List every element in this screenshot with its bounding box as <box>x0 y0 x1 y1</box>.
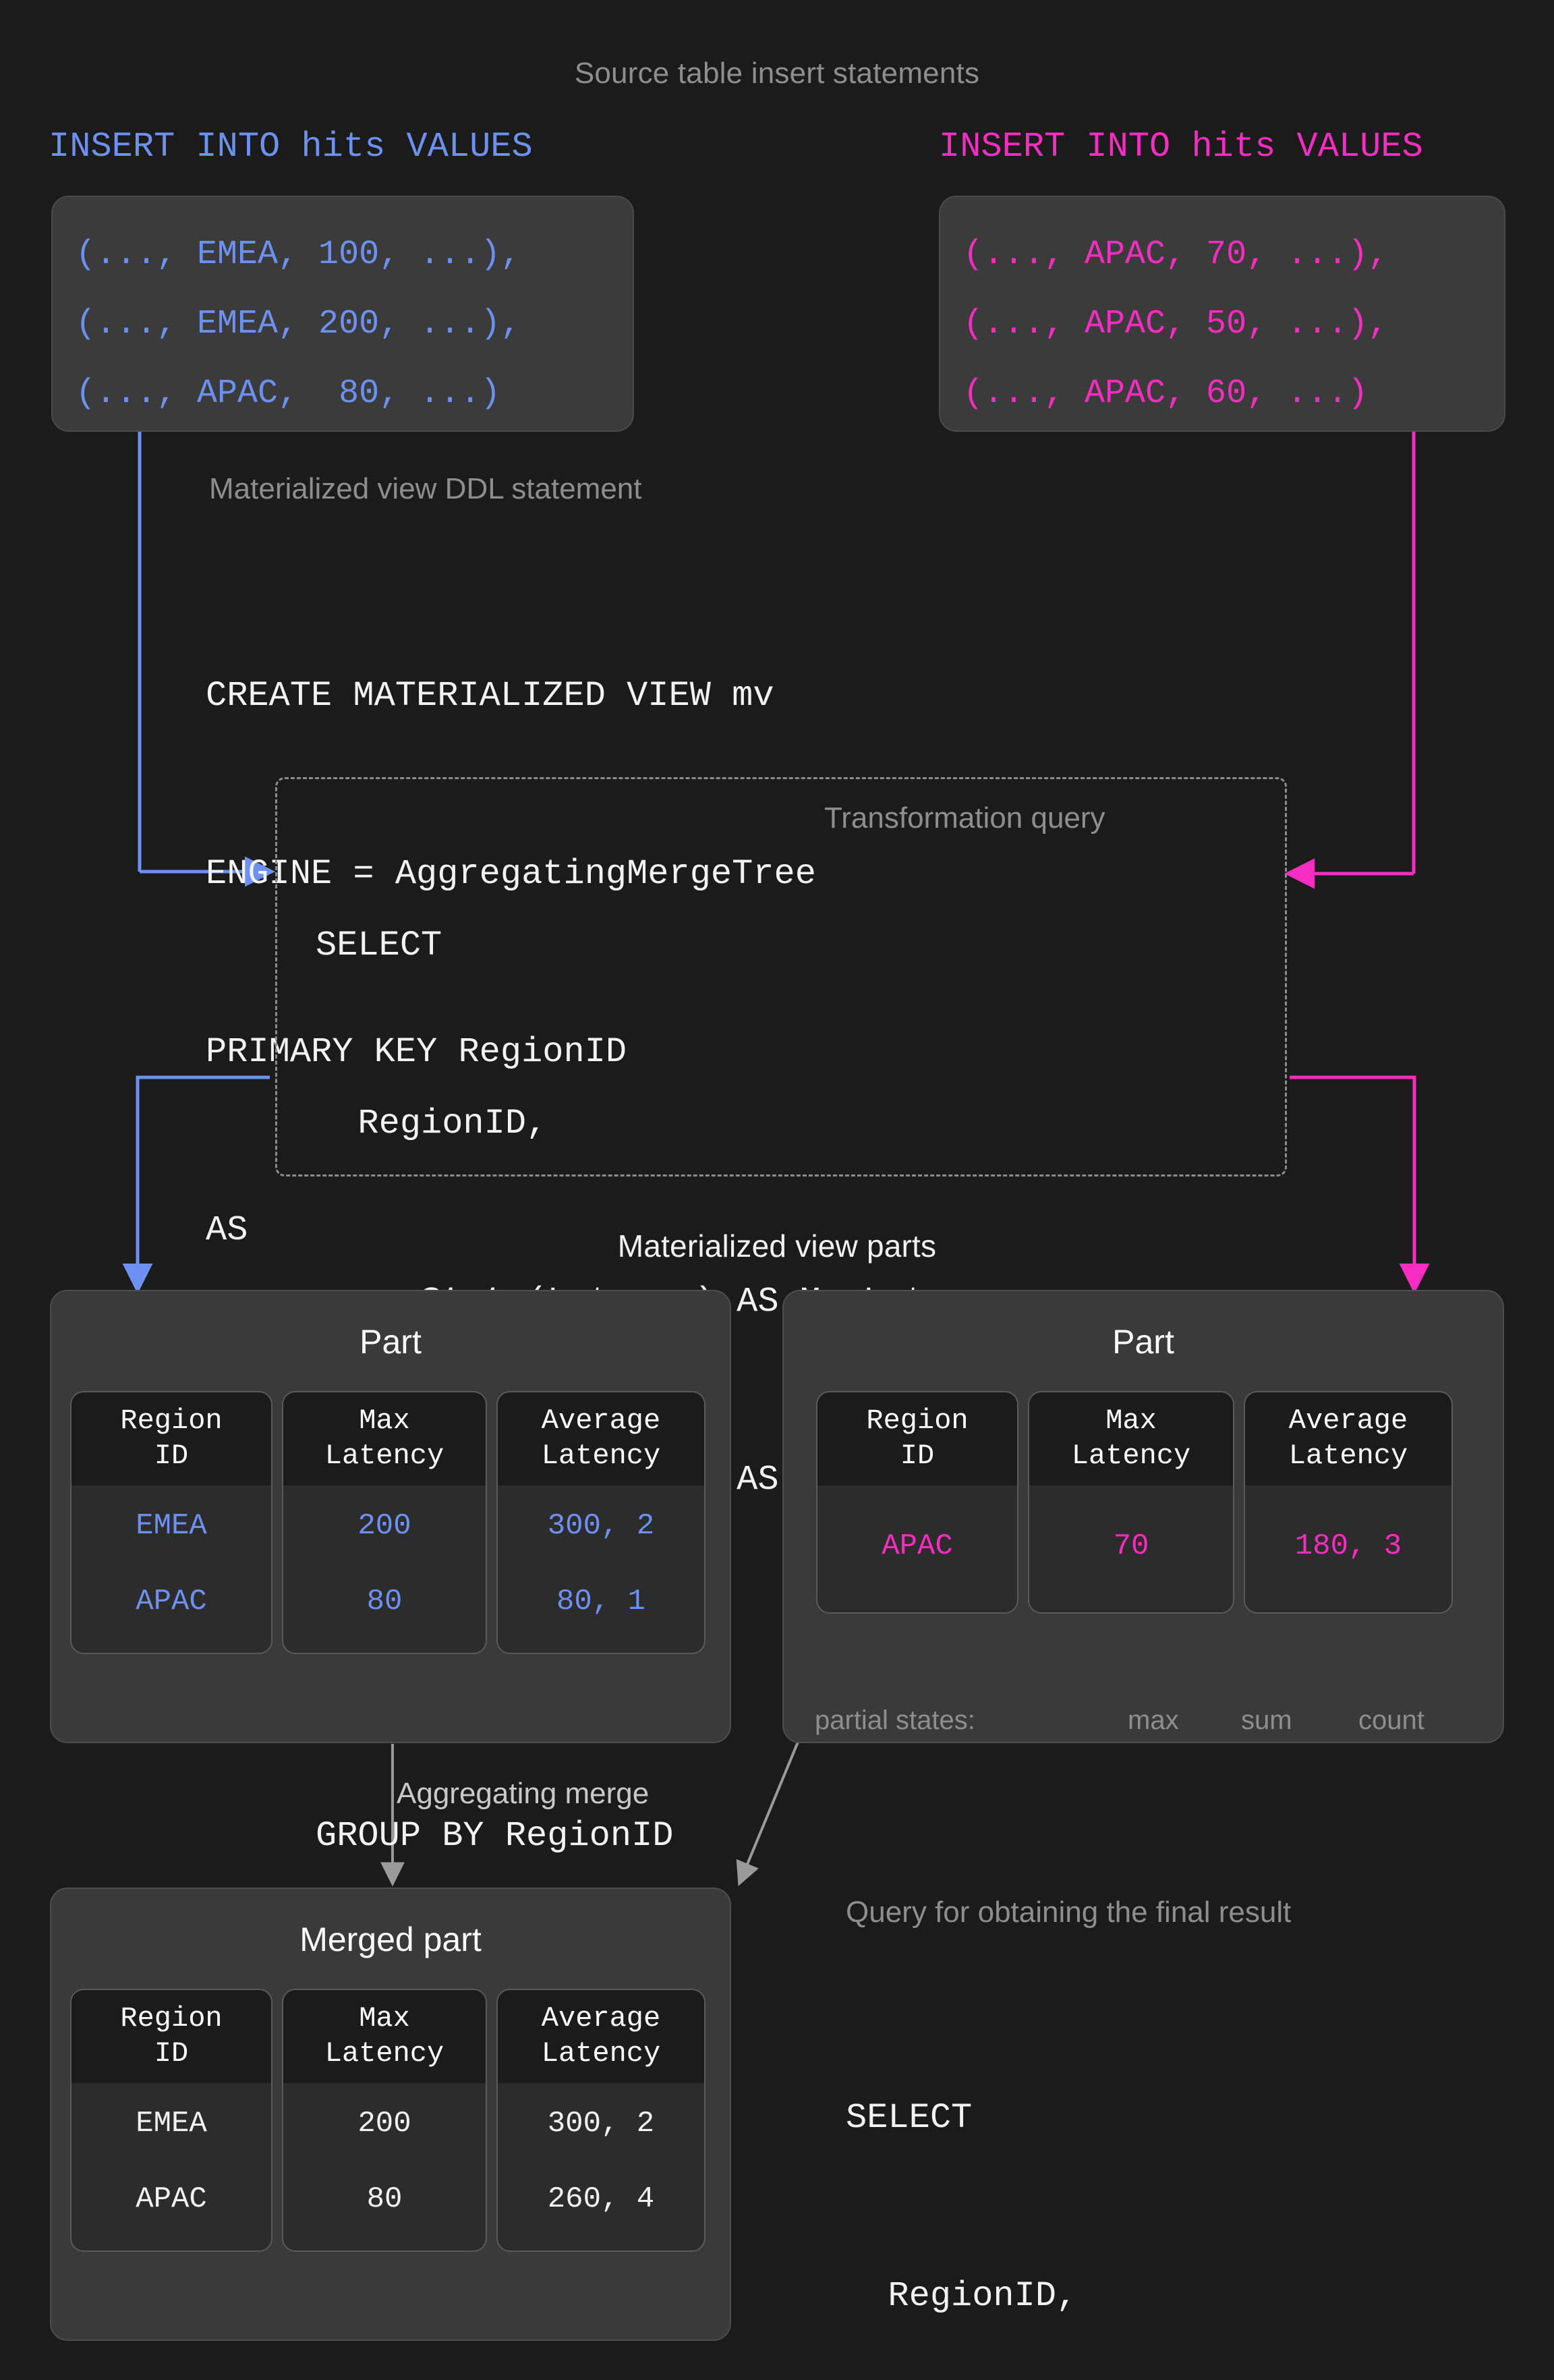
part-left-box: Part Region ID EMEA APAC Max Latency 200… <box>50 1290 731 1743</box>
part-left-title: Part <box>359 1323 422 1361</box>
part-left-columns: Region ID EMEA APAC Max Latency 200 80 A… <box>70 1391 706 1654</box>
tq-line-groupby: GROUP BY RegionID <box>316 1816 674 1856</box>
merged-part-col-region: Region ID EMEA APAC <box>70 1989 272 2252</box>
part-right-col-max: Max Latency 70 <box>1028 1391 1234 1614</box>
ddl-line-1: CREATE MATERIALIZED VIEW mv <box>206 676 774 716</box>
merged-part-col-avg: Average Latency 300, 2 260, 4 <box>496 1989 706 2252</box>
partial-states-max: max <box>1128 1705 1179 1735</box>
insert-left-line-2: (..., EMEA, 200, ...), <box>76 305 521 343</box>
part-left-col-max-header: Max Latency <box>283 1392 486 1485</box>
part-left-col-region: Region ID EMEA APAC <box>70 1391 272 1654</box>
fq-line-regionid: RegionID, <box>846 2276 1078 2316</box>
part-left-col-avg-header: Average Latency <box>498 1392 704 1485</box>
insert-left-line-3: (..., APAC, 80, ...) <box>76 374 501 413</box>
insert-right-line-1: (..., APAC, 70, ...), <box>963 235 1389 274</box>
partial-states-sum: sum <box>1241 1705 1292 1735</box>
insert-left-box: (..., EMEA, 100, ...), (..., EMEA, 200, … <box>51 196 634 432</box>
merged-part-col-region-cell-1: EMEA <box>136 2107 207 2141</box>
insert-right-line-3: (..., APAC, 60, ...) <box>963 374 1369 413</box>
part-right-col-avg-cell-1: 180, 3 <box>1294 1529 1402 1563</box>
merged-part-col-avg-cell-2: 260, 4 <box>547 2182 655 2216</box>
caption-aggregating-merge: Aggregating merge <box>397 1777 650 1810</box>
part-left-col-max-cell-2: 80 <box>366 1585 403 1618</box>
ddl-line-4: AS <box>206 1210 248 1250</box>
part-left-col-avg: Average Latency 300, 2 80, 1 <box>496 1391 706 1654</box>
merged-part-col-region-cell-2: APAC <box>136 2182 207 2216</box>
part-right-col-region: Region ID APAC <box>816 1391 1018 1614</box>
merged-part-box: Merged part Region ID EMEA APAC Max Late… <box>50 1888 731 2341</box>
merged-part-title: Merged part <box>299 1921 482 1958</box>
part-right-col-max-header: Max Latency <box>1029 1392 1233 1485</box>
merged-part-col-max-header: Max Latency <box>283 1990 486 2083</box>
ddl-line-3: PRIMARY KEY RegionID <box>206 1032 627 1072</box>
part-left-col-region-cell-2: APAC <box>136 1585 207 1618</box>
insert-right-box: (..., APAC, 70, ...), (..., APAC, 50, ..… <box>939 196 1505 432</box>
part-right-title: Part <box>1112 1323 1174 1361</box>
fq-line-select: SELECT <box>846 2098 973 2138</box>
final-query-code: SELECT RegionID, maxMerge(MaxLatency), a… <box>846 1970 1330 2380</box>
insert-left-line-1: (..., EMEA, 100, ...), <box>76 235 521 274</box>
merged-part-col-avg-header: Average Latency <box>498 1990 704 2083</box>
part-left-col-region-header: Region ID <box>71 1392 271 1485</box>
part-left-col-region-cell-1: EMEA <box>136 1509 207 1543</box>
merged-part-col-max-cell-1: 200 <box>357 2107 411 2141</box>
part-right-col-avg-header: Average Latency <box>1245 1392 1451 1485</box>
partial-states-count: count <box>1358 1705 1424 1735</box>
part-left-col-avg-cell-2: 80, 1 <box>556 1585 646 1618</box>
caption-final-query: Query for obtaining the final result <box>846 1896 1292 1929</box>
insert-right-line-2: (..., APAC, 50, ...), <box>963 305 1389 343</box>
tq-line-regionid: RegionID, <box>316 1104 548 1143</box>
insert-right-header: INSERT INTO hits VALUES <box>939 127 1423 167</box>
merged-part-col-max: Max Latency 200 80 <box>282 1989 487 2252</box>
part-right-col-region-header: Region ID <box>817 1392 1017 1485</box>
part-right-col-region-cell-1: APAC <box>882 1529 953 1563</box>
tq-line-select: SELECT <box>316 926 442 965</box>
part-right-box: Part Region ID APAC Max Latency 70 Avera… <box>782 1290 1504 1743</box>
part-left-col-max: Max Latency 200 80 <box>282 1391 487 1654</box>
insert-left-header: INSERT INTO hits VALUES <box>49 127 533 167</box>
part-right-col-max-cell-1: 70 <box>1113 1529 1149 1563</box>
partial-states-label: partial states: <box>815 1705 975 1735</box>
caption-mv-parts: Materialized view parts <box>617 1228 937 1264</box>
merged-part-col-region-header: Region ID <box>71 1990 271 2083</box>
merged-part-col-avg-cell-1: 300, 2 <box>547 2107 655 2141</box>
transformation-query-box <box>275 777 1287 1177</box>
part-right-columns: Region ID APAC Max Latency 70 Average La… <box>816 1391 1453 1614</box>
caption-mv-ddl: Materialized view DDL statement <box>209 472 642 505</box>
caption-transformation-query: Transformation query <box>824 801 1105 834</box>
part-left-col-max-cell-1: 200 <box>357 1509 411 1543</box>
merged-part-columns: Region ID EMEA APAC Max Latency 200 80 A… <box>70 1989 706 2252</box>
caption-source-inserts: Source table insert statements <box>574 57 980 90</box>
part-left-col-avg-cell-1: 300, 2 <box>547 1509 655 1543</box>
part-right-col-avg: Average Latency 180, 3 <box>1244 1391 1453 1614</box>
ddl-statement: CREATE MATERIALIZED VIEW mv ENGINE = Agg… <box>206 548 816 1379</box>
merged-part-col-max-cell-2: 80 <box>366 2182 403 2216</box>
ddl-line-2: ENGINE = AggregatingMergeTree <box>206 854 816 894</box>
